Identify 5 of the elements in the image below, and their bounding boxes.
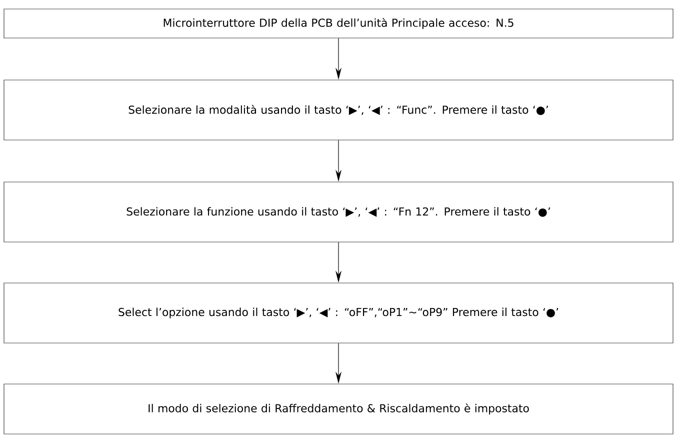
process-box: Selezionare la modalità usando il tasto ‘▶’, ‘◀’ : “Func”. Premere il tasto ‘●’ (4, 80, 674, 140)
process-box: Il modo di selezione di Raffreddamento & Riscaldamento è impostato (4, 384, 674, 434)
process-box: Microinterruttore DIP della PCB dell’unità Principale acceso: N.5 (4, 8, 674, 38)
process-box: Selezionare la funzione usando il tasto ‘▶’, ‘◀’ : “Fn 12”. Premere il tasto ‘●’ (4, 182, 674, 242)
process-box: Select l’opzione usando il tasto ‘▶’, ‘◀’ : “oFF”,“oP1”~“oP9” Premere il tasto ‘●’ (4, 282, 674, 344)
